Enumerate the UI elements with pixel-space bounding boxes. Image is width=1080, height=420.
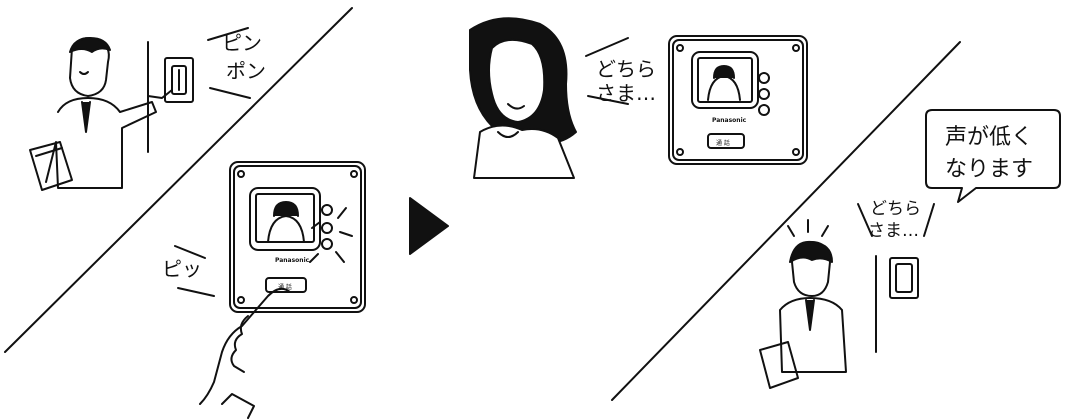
sound-line: [177, 287, 215, 297]
talk-button-label: 通 話: [716, 139, 730, 147]
speech-line: [585, 37, 629, 57]
panel-divider-left: [4, 7, 353, 353]
doorbell-sound-text-2: ポン: [226, 59, 266, 83]
speech-line: [923, 203, 935, 237]
sound-line: [207, 27, 249, 41]
monitor-unit-icon: [668, 35, 808, 165]
speech-bubble-icon: [925, 109, 1061, 203]
arrow-right-icon: [409, 197, 449, 255]
speech-text-1: どちら: [596, 57, 656, 81]
sound-line: [174, 245, 206, 259]
note-text-1: 声が低く: [945, 125, 1033, 150]
pointing-hand-icon: [199, 287, 291, 419]
speech-line: [587, 95, 629, 105]
visitor-man-figure: [29, 37, 157, 191]
brand-label: Panasonic: [275, 257, 310, 264]
button-press-sound-text: ピッ: [162, 257, 202, 281]
monitor-unit-icon: [229, 161, 366, 313]
brand-label: Panasonic: [712, 117, 747, 124]
doorbell-unit-icon: [889, 257, 919, 299]
sound-line: [209, 87, 251, 99]
speech-line: [857, 203, 873, 237]
talk-button-label: 通 話: [278, 283, 292, 291]
doorbell-sound-text-1: ピン: [222, 31, 262, 55]
speech-text-2: さま…: [596, 81, 656, 105]
flash-lines: [309, 207, 353, 263]
pressing-finger: [147, 89, 173, 99]
panel-divider-right: [611, 41, 961, 401]
speech-text-2: さま…: [868, 221, 919, 241]
doorbell-unit-icon: [164, 57, 194, 103]
note-text-2: なります: [945, 157, 1033, 182]
listening-man-figure: [759, 219, 847, 389]
speech-text-1: どちら: [870, 199, 921, 219]
woman-figure: [469, 17, 577, 179]
